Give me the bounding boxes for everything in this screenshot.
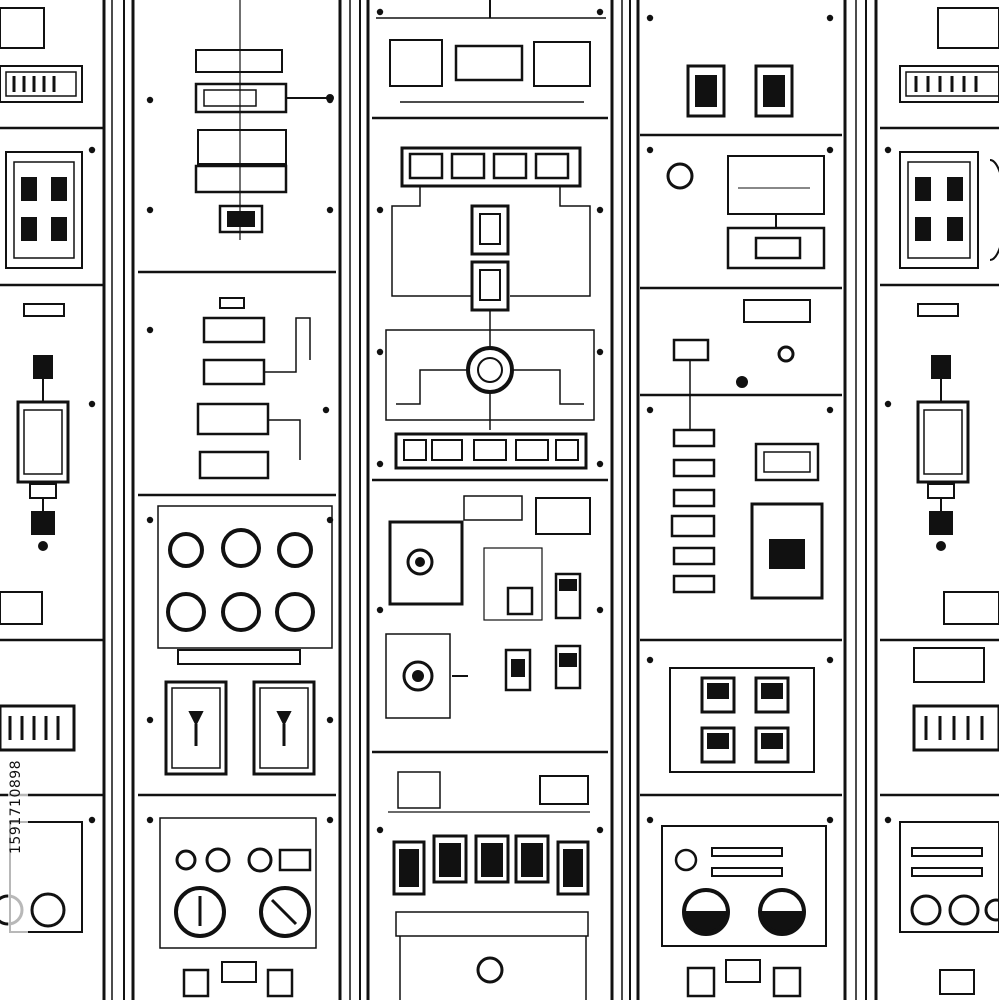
- column-2: [157, 0, 334, 998]
- panel-seams: [0, 116, 999, 797]
- column-4: [661, 64, 827, 998]
- column-center: [376, 0, 606, 1000]
- cabinet-rails: [102, 0, 878, 1000]
- column-right: [899, 7, 999, 995]
- stock-id-watermark: 1591710898: [8, 760, 28, 990]
